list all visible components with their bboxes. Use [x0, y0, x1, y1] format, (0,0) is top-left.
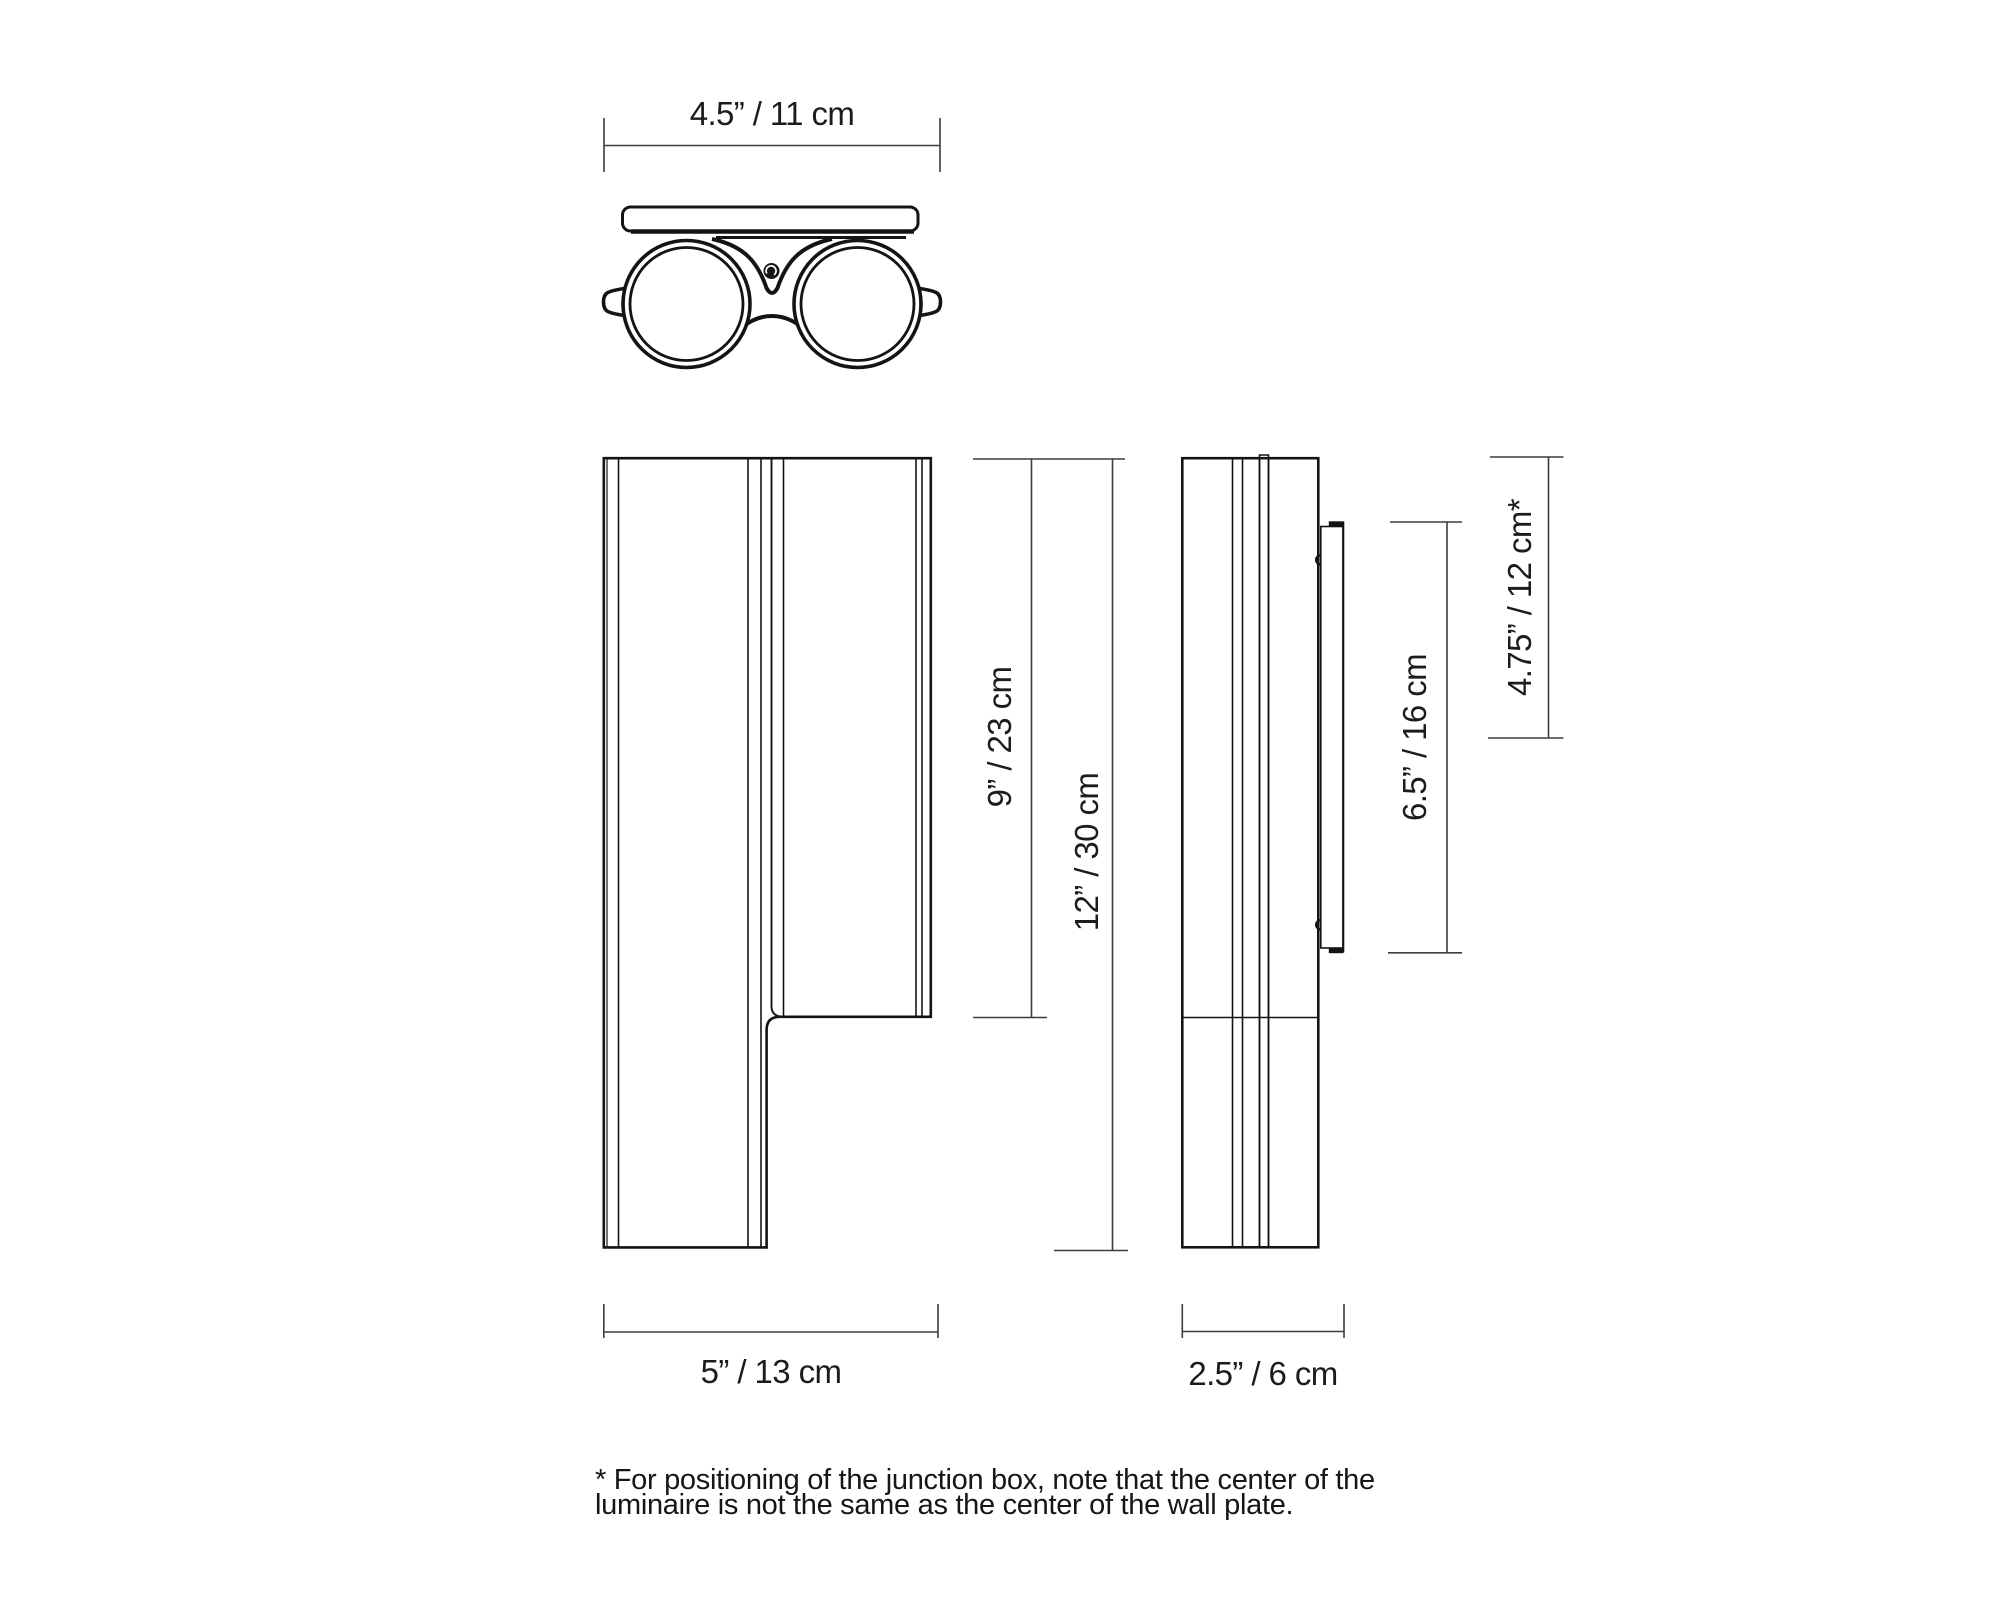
bridge-top-curve [711, 237, 833, 295]
side-top-notch [1258, 454, 1270, 458]
footnote: * For positioning of the junction box, n… [595, 1464, 1375, 1521]
right-lens-inner-ring [799, 246, 916, 362]
top-view [601, 205, 943, 370]
dim-front-upper-label: 9” / 23 cm [981, 667, 1018, 808]
dim-front-upper-height: 9” / 23 cm [973, 458, 1125, 1019]
center-screw-slot [765, 265, 777, 276]
dim-front-width-label: 5” / 13 cm [701, 1353, 842, 1390]
dim-plate-offset-label: 4.75” / 12 cm* [1501, 498, 1538, 696]
dim-front-total-height: 12” / 30 cm [1054, 459, 1128, 1252]
dim-plate-height: 6.5” / 16 cm [1388, 521, 1462, 954]
footnote-line-2: luminaire is not the same as the center … [595, 1488, 1294, 1521]
dim-side-depth-label: 2.5” / 6 cm [1188, 1355, 1337, 1392]
dim-plate-offset: 4.75” / 12 cm* [1488, 456, 1564, 739]
dim-top-width: 4.5” / 11 cm [603, 95, 941, 172]
mounting-screw-top-icon [1315, 554, 1321, 566]
wall-plate-bottom-cap [1328, 947, 1344, 954]
side-body-outline [1181, 456, 1320, 1249]
footnote-line-1: * For positioning of the junction box, n… [595, 1464, 1375, 1496]
front-outline [602, 456, 933, 1249]
top-plate [621, 205, 920, 233]
left-lens-outer-ring [621, 238, 752, 370]
side-view [1181, 454, 1345, 1249]
front-step-fillet-line [770, 459, 782, 1018]
right-lens-outer-ring [792, 238, 923, 370]
wall-plate-top-cap [1328, 521, 1344, 527]
wall-plate [1320, 525, 1345, 949]
left-lens-inner-ring [628, 246, 745, 362]
dim-top-width-label: 4.5” / 11 cm [690, 95, 855, 132]
mounting-screw-bottom-icon [1315, 919, 1321, 931]
front-view [602, 456, 933, 1249]
dim-front-width: 5” / 13 cm [602, 1304, 939, 1390]
dim-front-total-label: 12” / 30 cm [1068, 773, 1105, 931]
dim-plate-height-label: 6.5” / 16 cm [1396, 654, 1433, 821]
dim-side-depth: 2.5” / 6 cm [1181, 1304, 1345, 1392]
